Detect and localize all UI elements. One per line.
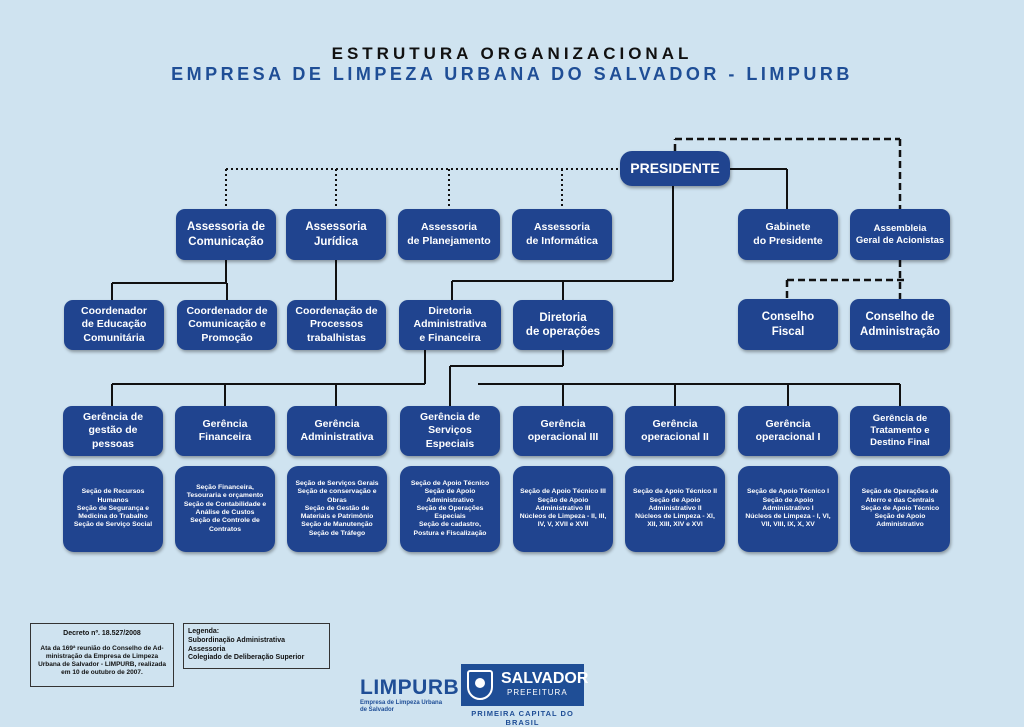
node-secoes-op2: Seção de Apoio Técnico II Seção de Apoio… xyxy=(625,466,725,552)
node-coord-educacao: Coordenador de Educação Comunitária xyxy=(64,300,164,350)
legend-box: Legenda: Subordinação Administrativa Ass… xyxy=(183,623,330,669)
node-conselho-fiscal: Conselho Fiscal xyxy=(738,299,838,350)
legend-title: Legenda: xyxy=(188,628,220,635)
limpurb-logo-name: LIMPURB xyxy=(360,676,460,699)
node-gerencia-op1: Gerência operacional I xyxy=(738,406,838,456)
node-gerencia-servicos: Gerência de Serviços Especiais xyxy=(400,406,500,456)
node-coord-processos: Coordenação de Processos trabalhistas xyxy=(287,300,386,350)
node-assembleia: Assembleia Geral de Acionistas xyxy=(850,209,950,260)
node-assessoria-comunicacao: Assessoria de Comunicação xyxy=(176,209,276,260)
node-secoes-op1: Seção de Apoio Técnico I Seção de Apoio … xyxy=(738,466,838,552)
node-presidente: PRESIDENTE xyxy=(620,151,730,186)
node-gerencia-financeira: Gerência Financeira xyxy=(175,406,275,456)
salvador-logo-name: SALVADOR xyxy=(501,670,589,687)
salvador-logo-sub: PREFEITURA xyxy=(507,688,568,697)
limpurb-logo-sub: Empresa de Limpeza Urbana de Salvador xyxy=(360,700,443,713)
node-secoes-op3: Seção de Apoio Técnico III Seção de Apoi… xyxy=(513,466,613,552)
legend-item-colegiado: Colegiado de Deliberação Superior xyxy=(188,654,305,662)
chart-title: ESTRUTURA ORGANIZACIONAL xyxy=(331,44,693,63)
node-secoes-pessoas: Seção de Recursos Humanos Seção de Segur… xyxy=(63,466,163,552)
node-gerencia-administrativa: Gerência Administrativa xyxy=(287,406,387,456)
chart-subtitle: EMPRESA DE LIMPEZA URBANA DO SALVADOR - … xyxy=(171,64,853,84)
legend-item-subordinacao: Subordinação Administrativa xyxy=(188,636,285,644)
node-diretoria-operacoes: Diretoria de operações xyxy=(513,300,613,350)
node-secoes-financeira: Seção Financeira, Tesouraria e orçamento… xyxy=(175,466,275,552)
node-secoes-administrativa: Seção de Serviços Gerais Seção de conser… xyxy=(287,466,387,552)
node-conselho-administracao: Conselho de Administração xyxy=(850,299,950,350)
node-gabinete: Gabinete do Presidente xyxy=(738,209,838,260)
node-secoes-tratamento: Seção de Operações de Aterro e das Centr… xyxy=(850,466,950,552)
node-assessoria-planejamento: Assessoria de Planejamento xyxy=(398,209,500,260)
node-assessoria-juridica: Assessoria Jurídica xyxy=(286,209,386,260)
node-assessoria-informatica: Assessoria de Informática xyxy=(512,209,612,260)
salvador-logo: SALVADOR PREFEITURA xyxy=(461,664,588,706)
node-gerencia-op3: Gerência operacional III xyxy=(513,406,613,456)
decree-box: Decreto nº. 18.527/2008 Ata da 169ª reun… xyxy=(30,623,174,687)
legend-item-assessoria: Assessoria xyxy=(188,645,226,653)
decree-text: Ata da 169ª reunião do Conselho de Ad- m… xyxy=(38,645,166,677)
salvador-shield-icon xyxy=(467,670,493,700)
node-coord-comunicacao: Coordenador de Comunicação e Promoção xyxy=(177,300,277,350)
node-diretoria-administrativa: Diretoria Administrativa e Financeira xyxy=(399,300,501,350)
node-gerencia-pessoas: Gerência de gestão de pessoas xyxy=(63,406,163,456)
node-secoes-servicos: Seção de Apoio Técnico Seção de Apoio Ad… xyxy=(400,466,500,552)
node-gerencia-tratamento: Gerência de Tratamento e Destino Final xyxy=(850,406,950,456)
limpurb-logo: LIMPURB Empresa de Limpeza Urbana de Sal… xyxy=(360,676,459,713)
salvador-tagline: PRIMEIRA CAPITAL DO BRASIL xyxy=(471,709,574,727)
node-gerencia-op2: Gerência operacional II xyxy=(625,406,725,456)
decree-title: Decreto nº. 18.527/2008 xyxy=(63,630,141,637)
